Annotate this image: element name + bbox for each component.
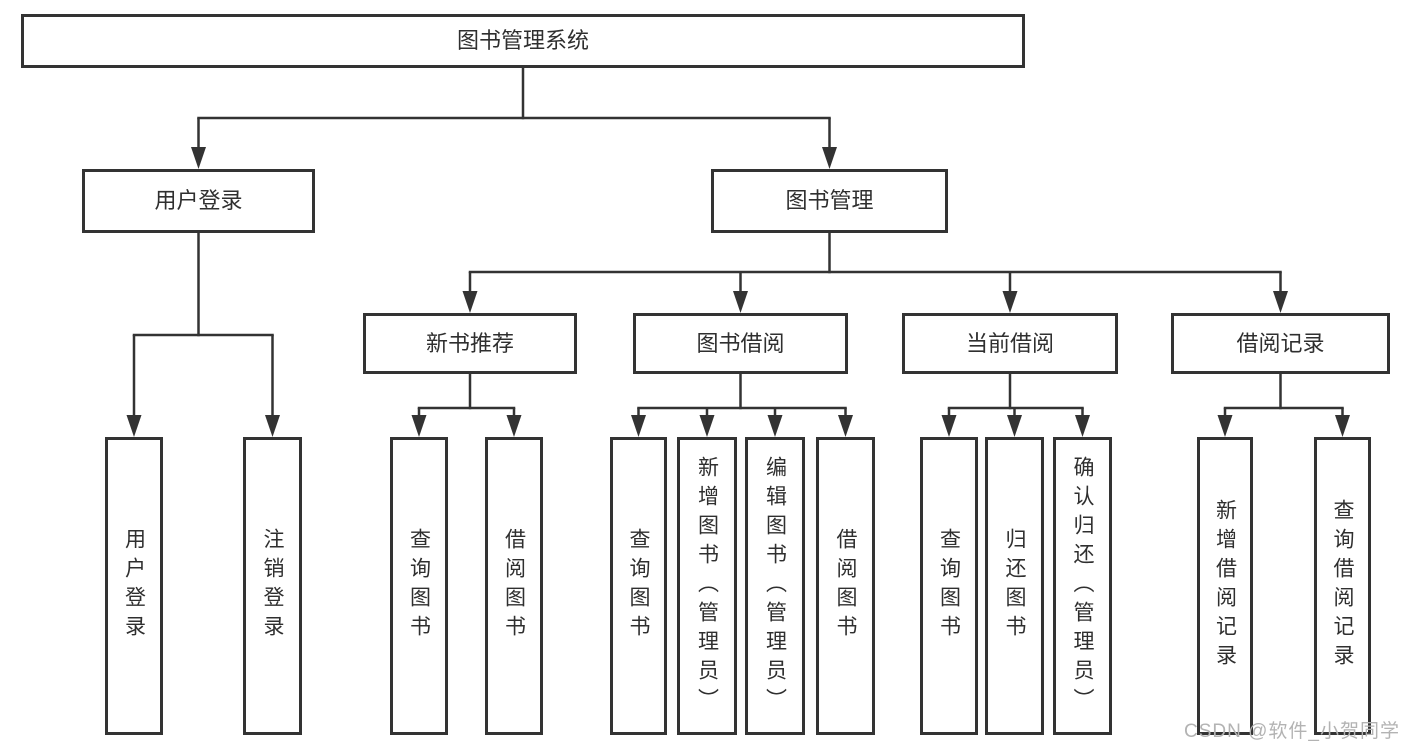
node-root: 图书管理系统 (21, 14, 1025, 68)
node-label: 借阅记录 (1236, 330, 1325, 356)
node-user-login-leaf: 用户登录 (105, 437, 163, 735)
node-label: 归还图书 (1003, 528, 1026, 644)
node-cb-query-book: 查询图书 (920, 437, 978, 735)
node-label: 编辑图书（管理员） (763, 455, 787, 717)
node-label: 查询图书 (627, 528, 650, 644)
node-label: 图书借阅 (696, 330, 785, 356)
node-label: 新增图书（管理员） (695, 455, 719, 717)
node-br-query-record: 查询借阅记录 (1314, 437, 1371, 735)
node-label: 查询借阅记录 (1331, 499, 1354, 673)
watermark: CSDN @软件_小贺同学 (1184, 721, 1400, 742)
node-bb-add-book: 新增图书（管理员） (677, 437, 737, 735)
node-book-borrow: 图书借阅 (633, 313, 848, 374)
node-label: 图书管理系统 (456, 28, 589, 53)
node-new-book-recommend: 新书推荐 (363, 313, 577, 374)
node-cb-confirm-return: 确认归还（管理员） (1053, 437, 1112, 735)
node-borrow-records: 借阅记录 (1171, 313, 1390, 374)
node-cb-return-book: 归还图书 (985, 437, 1044, 735)
node-label: 新书推荐 (425, 330, 514, 356)
node-book-management: 图书管理 (711, 169, 948, 233)
node-bb-query-book: 查询图书 (610, 437, 667, 735)
node-label: 用户登录 (154, 188, 243, 213)
node-label: 借阅图书 (834, 528, 857, 644)
node-nbr-borrow-book: 借阅图书 (485, 437, 543, 735)
node-label: 当前借阅 (965, 330, 1054, 356)
node-label: 注销登录 (261, 528, 284, 644)
node-label: 新增借阅记录 (1213, 499, 1237, 673)
node-nbr-query-book: 查询图书 (390, 437, 448, 735)
node-label: 确认归还（管理员） (1071, 455, 1094, 717)
node-user-login: 用户登录 (82, 169, 315, 233)
node-logout: 注销登录 (243, 437, 302, 735)
node-current-borrow: 当前借阅 (902, 313, 1118, 374)
node-bb-borrow-book: 借阅图书 (816, 437, 875, 735)
node-label: 图书管理 (785, 188, 874, 213)
node-bb-edit-book: 编辑图书（管理员） (745, 437, 805, 735)
node-label: 查询图书 (407, 528, 431, 644)
node-br-add-record: 新增借阅记录 (1197, 437, 1253, 735)
node-label: 借阅图书 (502, 528, 526, 644)
node-label: 查询图书 (937, 528, 961, 644)
node-label: 用户登录 (122, 528, 146, 644)
